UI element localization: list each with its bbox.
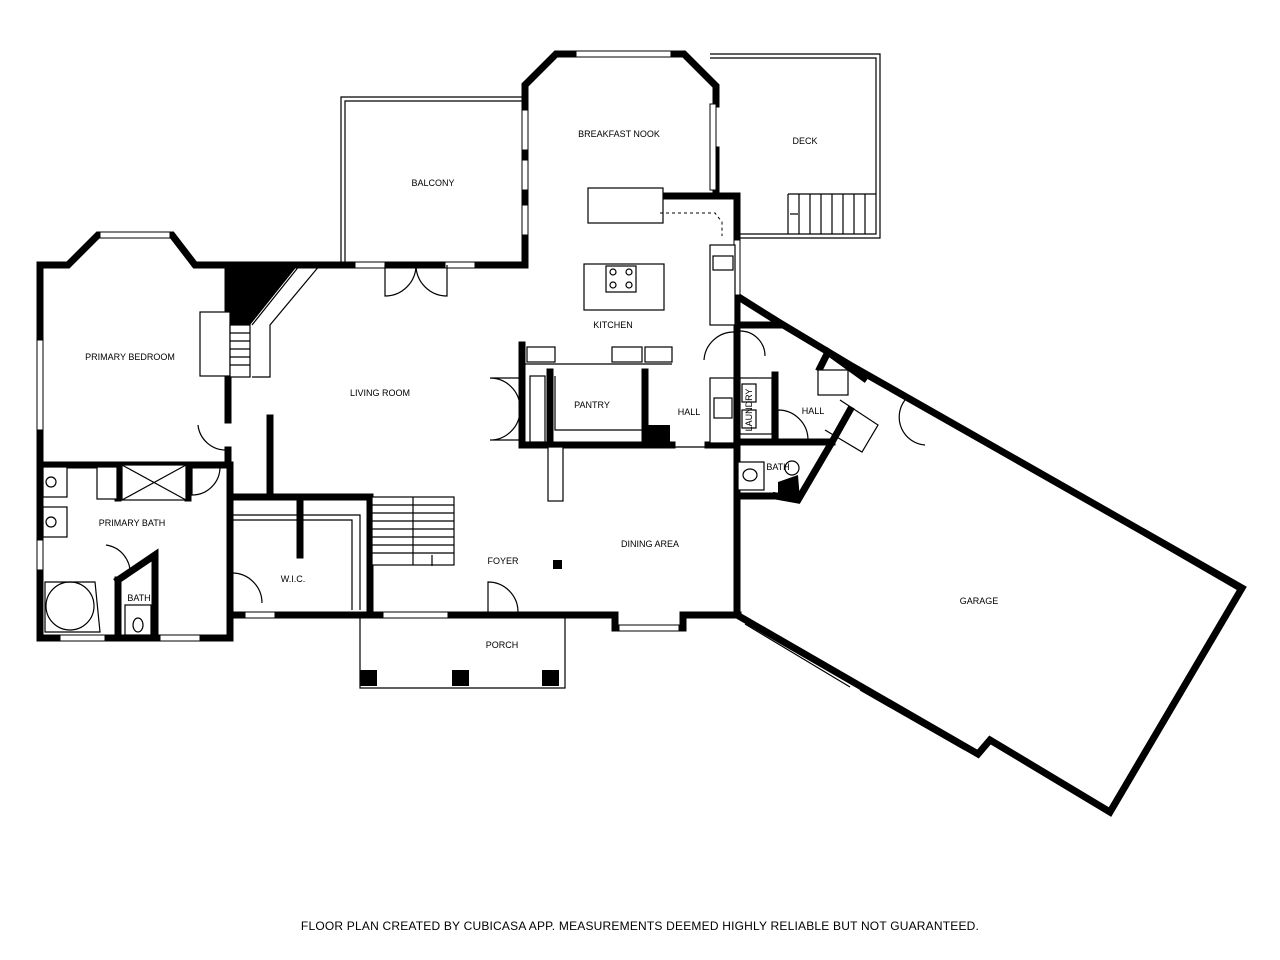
label-primary-bedroom: PRIMARY BEDROOM (85, 352, 175, 362)
label-hall: HALL (678, 407, 701, 417)
kitchen-fixtures (520, 187, 736, 502)
label-hall: HALL (802, 406, 825, 416)
label-bath: BATH (127, 593, 150, 603)
label-wic: W.I.C. (281, 574, 306, 584)
label-living-room: LIVING ROOM (350, 388, 410, 398)
label-porch: PORCH (486, 640, 519, 650)
bath-fixtures (42, 369, 879, 636)
stairs (371, 496, 455, 566)
label-bath: BATH (766, 462, 789, 472)
label-primary-bath: PRIMARY BATH (99, 518, 166, 528)
windows (36, 50, 1243, 809)
label-pantry: PANTRY (574, 400, 610, 410)
closet-shelves (232, 514, 361, 610)
fireplace (199, 264, 321, 378)
label-breakfast-nook: BREAKFAST NOOK (578, 129, 660, 139)
doors (105, 264, 926, 613)
solid-features (228, 265, 800, 569)
label-kitchen: KITCHEN (593, 320, 633, 330)
porch-outline (359, 615, 566, 689)
label-laundry: LAUNDRY (744, 389, 754, 432)
label-dining-area: DINING AREA (621, 539, 679, 549)
label-balcony: BALCONY (411, 178, 454, 188)
pantry-shelves (529, 375, 644, 443)
label-garage: GARAGE (960, 596, 999, 606)
label-deck: DECK (792, 136, 817, 146)
label-foyer: FOYER (487, 556, 519, 566)
room-labels: BREAKFAST NOOK DECK BALCONY PRIMARY BEDR… (85, 129, 998, 650)
balcony-outline (340, 96, 525, 262)
exterior-walls (36, 50, 1247, 817)
deck-outline (710, 53, 881, 239)
interior-walls (113, 261, 869, 642)
deck-stairs (787, 194, 866, 234)
disclaimer-footer: FLOOR PLAN CREATED BY CUBICASA APP. MEAS… (300, 919, 980, 933)
